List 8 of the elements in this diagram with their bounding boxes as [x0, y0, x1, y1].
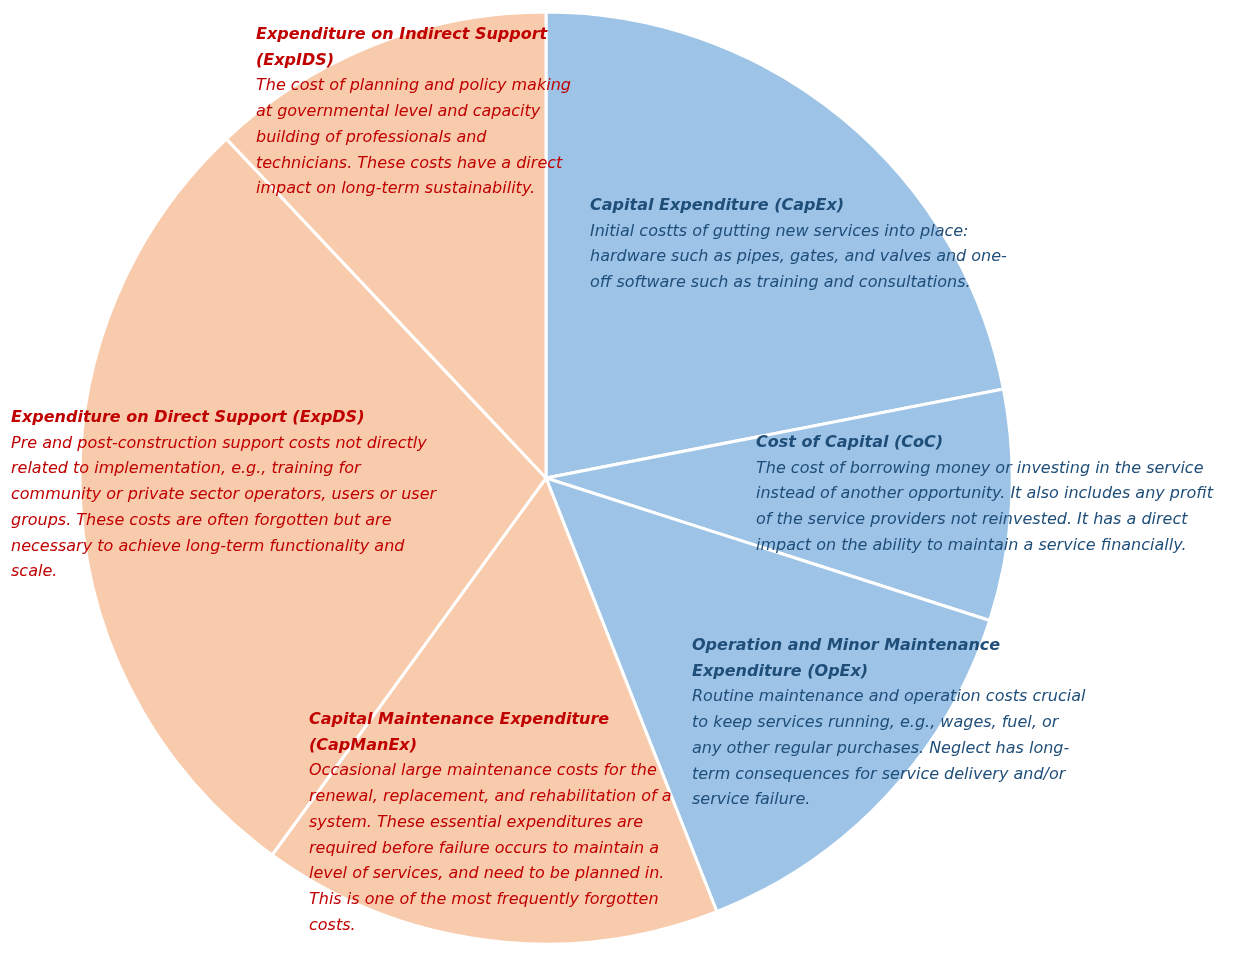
slice-heading: Capital Expenditure (CapEx) [590, 194, 846, 216]
slice-heading: Cost of Capital (CoC) [756, 431, 945, 453]
slice-heading: Capital Maintenance Expenditure (CapManEx) [309, 708, 611, 756]
slice-heading: Expenditure on Direct Support (ExpDS) [11, 406, 366, 428]
slice-heading: Expenditure on Indirect Support (ExpIDS) [256, 23, 549, 71]
slice-description: The cost of planning and policy making at governmental level and capacity building of professionals and technicians. These costs have a direct impact on long-term sustainability. [256, 74, 571, 200]
slice-description: Occasional large maintenance costs for the renewal, replacement, and rehabilitation of a system. These essential expenditures are required before failure occurs to maintain a level of services, and need to be planned in. This is one of the most frequently forgotten costs. [309, 759, 673, 936]
slice-description: Pre and post-construction support costs not directly related to implementation, e.g., training for community or private sector operators, users or user groups. These costs are often forgotten but are necessary to achieve long-term functionality and scale. [11, 431, 438, 583]
